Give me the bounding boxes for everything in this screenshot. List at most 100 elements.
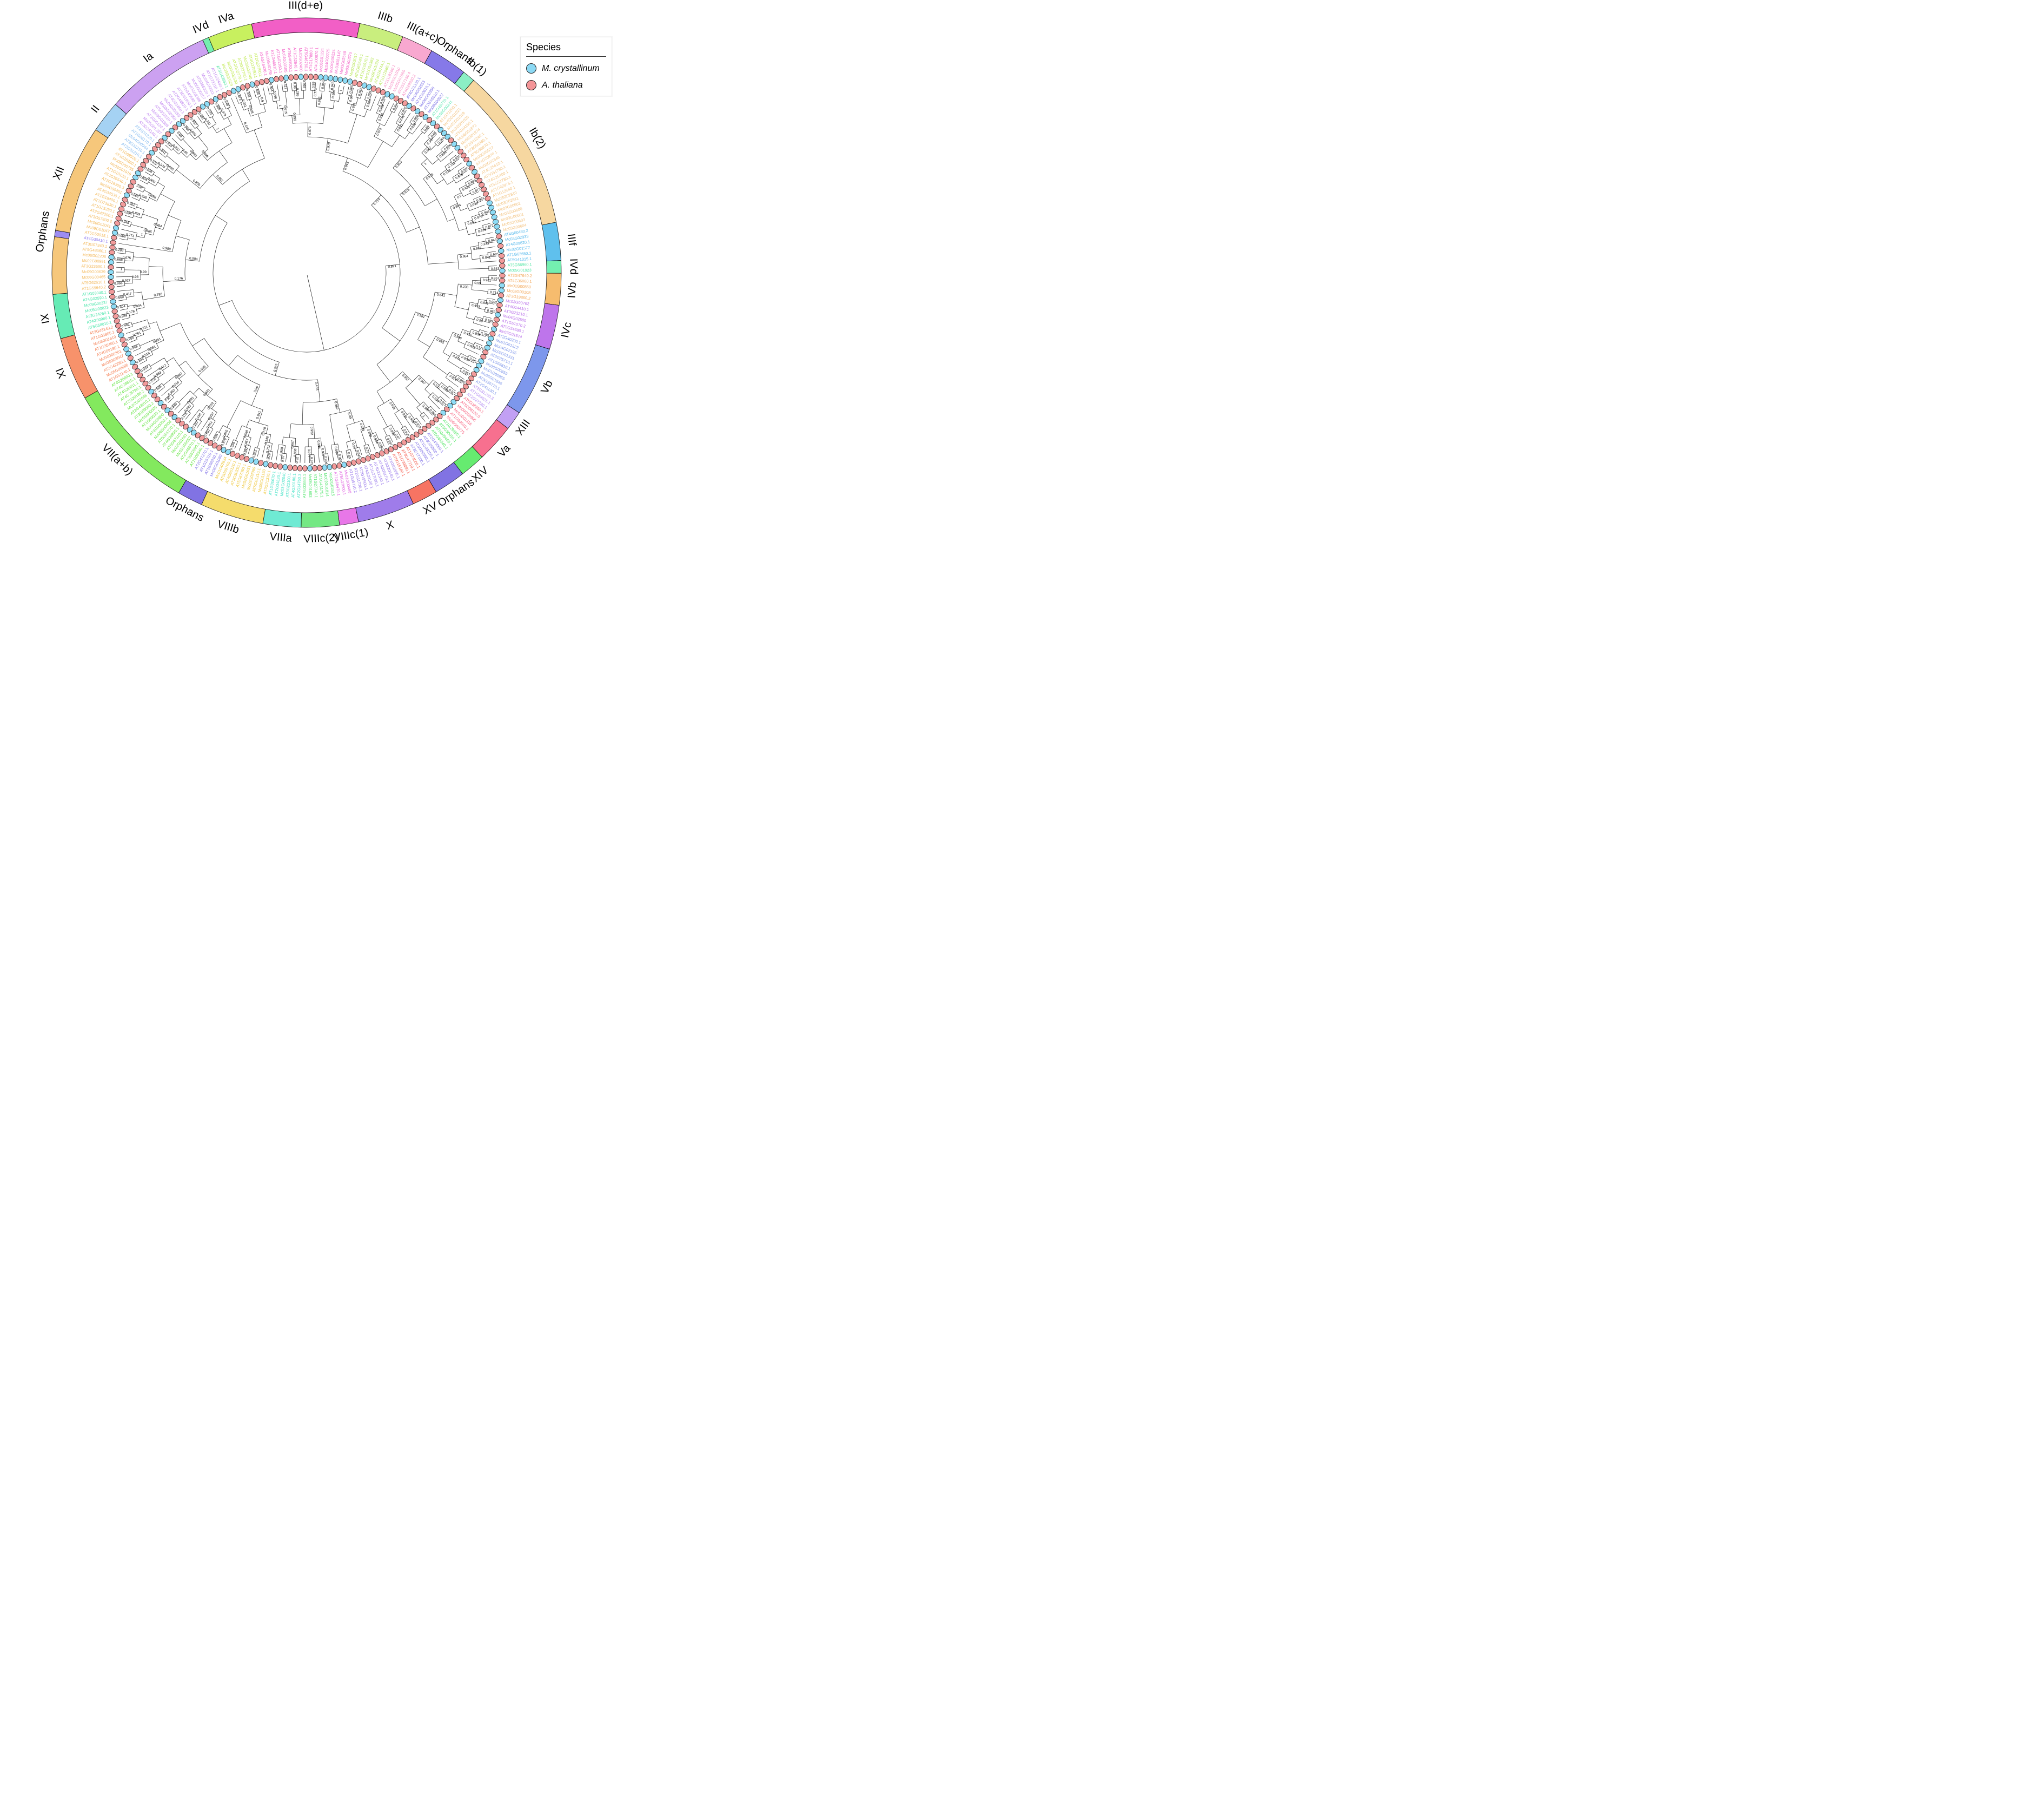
bootstrap-value: 0.788 — [154, 293, 163, 297]
leaf-dot-athaliana — [351, 459, 356, 466]
branch-line — [376, 114, 380, 122]
sector-labels: III(d+e)IIIbIII(a+c)OrphansIb(1)Ib(2)III… — [34, 0, 580, 545]
leaf-dot-athaliana — [433, 416, 439, 422]
bootstrap-value: 0.964 — [182, 123, 190, 133]
leaf-dot-athaliana — [120, 202, 127, 207]
leaf-dot-athaliana — [239, 454, 245, 461]
branch-line — [342, 85, 344, 94]
bootstrap-value: 0.968 — [321, 80, 326, 89]
leaf-dot-athaliana — [457, 149, 463, 155]
leaf-dot-athaliana — [152, 146, 158, 152]
leaf-dot-mcrystallinum — [486, 200, 493, 206]
branch-line — [126, 296, 135, 298]
bootstrap-value: 1 — [121, 267, 123, 271]
leaf-dot-mcrystallinum — [318, 74, 323, 81]
bootstrap-value: 1 — [215, 127, 220, 131]
branch-line — [475, 316, 483, 319]
branch-line — [147, 367, 161, 377]
branch-line — [480, 214, 488, 217]
branch-line — [487, 293, 496, 295]
leaf-dot-mcrystallinum — [472, 169, 477, 175]
branch-line — [266, 426, 269, 434]
leaf-dot-mcrystallinum — [149, 150, 155, 156]
branch-line — [168, 397, 174, 403]
branch-line — [281, 453, 282, 461]
gene-label: Mc05G01224 — [318, 48, 325, 72]
gene-label: AT4G00870.1 — [313, 47, 319, 71]
leaf-dot-athaliana — [184, 115, 190, 121]
branch-line — [179, 361, 186, 366]
branch-line — [168, 141, 175, 148]
bootstrap-value: 0.871 — [388, 264, 396, 269]
leaf-dot-athaliana — [145, 154, 152, 160]
bootstrap-value: 0.417 — [123, 292, 132, 297]
leaf-dot-athaliana — [240, 84, 245, 91]
bootstrap-value: 0.851 — [152, 337, 162, 344]
bootstrap-value: 0.992 — [203, 428, 211, 438]
sector-arc-X — [355, 490, 414, 522]
branch-line — [433, 392, 439, 399]
leaf-dot-athaliana — [155, 142, 161, 148]
bootstrap-value: 0.233 — [480, 242, 489, 247]
branch-line — [395, 116, 401, 123]
sector-label-IVd: IVd — [191, 19, 210, 36]
branch-line — [364, 92, 368, 100]
branch-line — [434, 137, 441, 143]
branch-line — [475, 342, 483, 346]
bootstrap-value: 0.906 — [323, 456, 328, 465]
branch-line — [350, 449, 353, 458]
sector-label-IVb: IVb — [566, 282, 579, 299]
bootstrap-value: 0.638 — [254, 86, 260, 95]
bootstrap-value: 0.361 — [132, 331, 142, 337]
branch-line — [129, 313, 138, 316]
bootstrap-value: 0.809 — [467, 343, 476, 350]
branch-line — [118, 299, 127, 301]
branch-line — [171, 138, 184, 150]
bootstrap-value: 0.999 — [292, 112, 296, 122]
bootstrap-value: 0.948 — [330, 81, 335, 90]
branch-line — [333, 84, 335, 92]
leaf-dot-mcrystallinum — [253, 459, 259, 465]
bootstrap-value: 0.922 — [377, 112, 384, 122]
branch-line — [201, 114, 207, 121]
branch-line — [253, 447, 256, 455]
leaf-dot-athaliana — [492, 321, 499, 327]
branch-line — [423, 401, 429, 408]
bootstrap-value: 0.966 — [114, 281, 123, 286]
leaf-dot-athaliana — [195, 432, 201, 439]
bootstrap-value: 0.98 — [136, 184, 143, 190]
bootstrap-value: 0.927 — [448, 388, 457, 397]
sector-arc-XI — [52, 293, 75, 339]
branch-line — [296, 82, 297, 91]
bootstrap-value: 0.981 — [416, 313, 426, 319]
branch-line — [262, 442, 266, 458]
branch-line — [390, 399, 399, 411]
branch-line — [207, 389, 213, 396]
bootstrap-value: 0.973 — [308, 126, 312, 135]
leaf-dot-mcrystallinum — [298, 74, 304, 80]
branch-line — [355, 97, 359, 106]
branch-line — [174, 403, 181, 410]
leaf-dot-mcrystallinum — [454, 145, 461, 151]
bootstrap-value: 0.997 — [320, 448, 324, 457]
branch-line — [267, 451, 269, 459]
bootstrap-value: 0.65 — [176, 131, 183, 138]
bootstrap-value: 0.608 — [366, 428, 373, 438]
branch-line — [390, 103, 394, 111]
branch-line — [228, 108, 232, 116]
branch-line — [135, 348, 150, 356]
bootstrap-value: 0.994 — [133, 303, 142, 309]
bootstrap-value: 0.866 — [130, 192, 140, 199]
leaf-dot-athaliana — [346, 460, 352, 467]
branch-line — [291, 115, 293, 124]
gene-label: AT5G46830.1 — [287, 48, 294, 72]
leaf-dot-mcrystallinum — [323, 75, 328, 81]
leaf-dot-athaliana — [379, 450, 385, 456]
branch-line — [176, 382, 182, 388]
sector-label-Ib(2): Ib(2) — [527, 125, 548, 151]
branch-line — [377, 97, 381, 105]
bootstrap-value: 0.995 — [407, 415, 415, 425]
bootstrap-value: 0.862 — [469, 357, 478, 365]
bootstrap-value: 0.929 — [400, 411, 408, 420]
branch-line — [440, 151, 454, 162]
